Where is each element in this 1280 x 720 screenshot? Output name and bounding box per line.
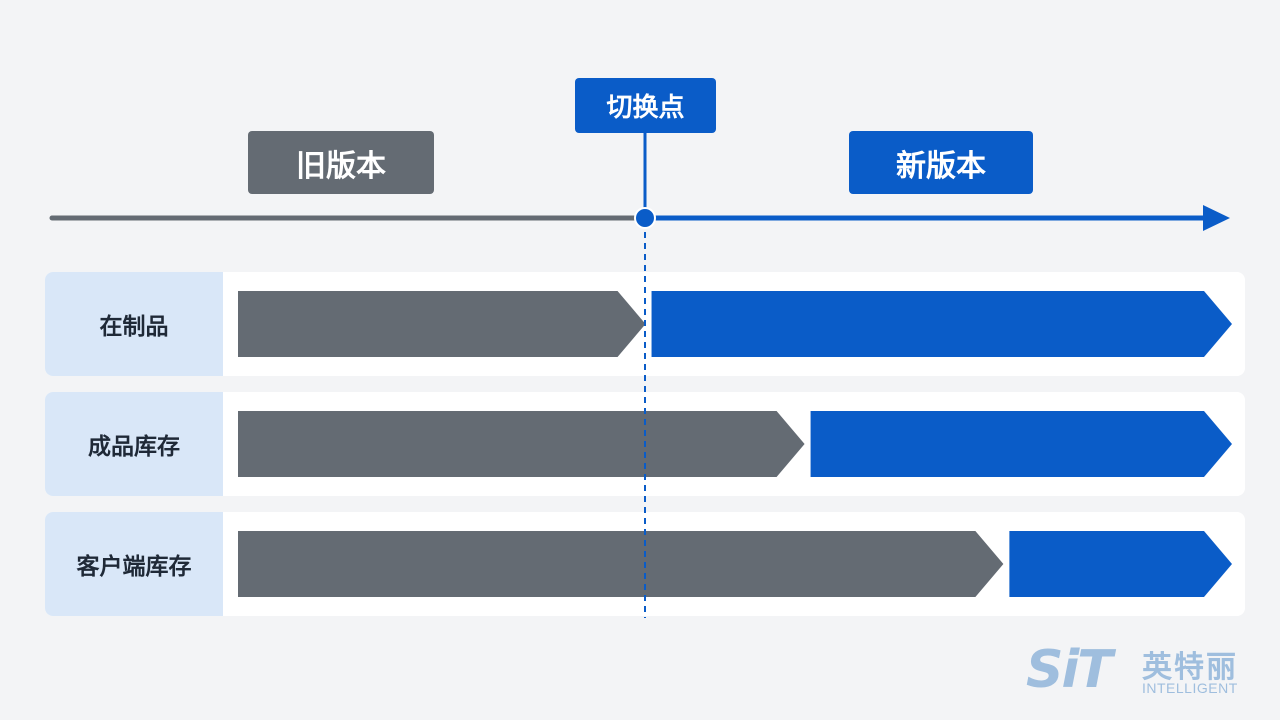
old-version-label: 旧版本: [248, 131, 434, 194]
logo-chinese-name: 英特丽: [1142, 650, 1238, 685]
old-version-bar: [238, 291, 646, 357]
old-version-bar: [238, 531, 1004, 597]
switch-point-label: 切换点: [575, 78, 716, 133]
switch-point-dot: [634, 207, 656, 229]
logo-english-name: INTELLIGENT: [1142, 680, 1238, 696]
new-version-bar: [810, 411, 1232, 477]
row-label: 客户端库存: [45, 512, 223, 616]
bars-group: [238, 291, 1232, 597]
timeline-arrowhead: [1203, 205, 1230, 231]
new-version-bar: [651, 291, 1232, 357]
row-label: 成品库存: [45, 392, 223, 496]
row-label: 在制品: [45, 272, 223, 376]
logo-mark: SiT: [1026, 640, 1113, 700]
company-logo: SiT 英特丽 INTELLIGENT: [1026, 640, 1262, 704]
new-version-bar: [1009, 531, 1232, 597]
old-version-bar: [238, 411, 805, 477]
new-version-label: 新版本: [849, 131, 1033, 194]
